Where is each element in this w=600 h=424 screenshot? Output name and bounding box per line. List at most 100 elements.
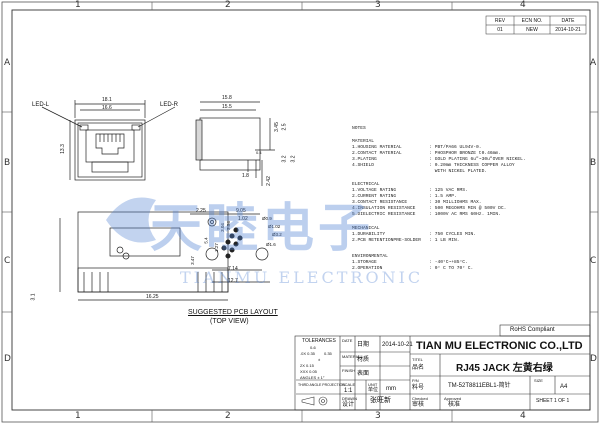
led-right-label: LED-R	[160, 102, 179, 108]
drawn-name: 张旺新	[370, 397, 391, 404]
drawn-label-cn: 设计	[342, 402, 355, 408]
dim-pcb-10: Ø3.2	[272, 232, 282, 237]
notes-material-4: 4.SHIELD : 0.20mm THICKNESS COPPER ALLOY	[352, 163, 515, 168]
notes-environmental-title: ENVIRONMENTAL	[352, 254, 388, 259]
tolerance-row-7: ANGLES ± 1°	[300, 375, 325, 380]
rev-value-ecn: NEW	[526, 27, 538, 33]
zone-col-2-bottom: 2	[225, 411, 231, 421]
part-no-label-en: P/N	[412, 378, 419, 383]
tolerance-row-5: 2X 0.15	[300, 363, 314, 368]
rev-header-rev: REV	[494, 18, 506, 24]
zone-row-d: D	[4, 354, 11, 364]
side-view-drawing	[195, 101, 275, 186]
approved-label-cn: 核准	[448, 402, 461, 408]
part-number: TM-52T8811EBL1-简针	[448, 383, 511, 389]
unit-value: mm	[386, 386, 396, 392]
dim-pcb-16: 3.1	[30, 293, 37, 301]
notes-material-5: WITH NICKEL PLATED.	[352, 169, 488, 174]
rohs-compliant: RoHS Compliant	[510, 327, 555, 333]
part-no-label-cn: 料号	[412, 385, 425, 391]
dim-pcb-2: 9.05	[236, 208, 246, 214]
zone-row-d-right: D	[590, 354, 597, 364]
title-block-grid	[294, 324, 591, 411]
checked-label-cn: 审核	[412, 402, 425, 408]
notes-electrical-title: ELECTRICAL	[352, 182, 380, 187]
dim-side-4: 2.5	[281, 123, 288, 131]
tolerance-row-2: .0X 0.35	[300, 351, 315, 356]
dim-side-7: 2.42	[265, 176, 272, 186]
projection-symbol	[301, 396, 328, 406]
zone-col-3: 3	[375, 0, 381, 10]
rev-header-ecn: ECN NO.	[521, 18, 543, 24]
dim-side-9: 3.2	[290, 155, 297, 163]
rev-header-date: DATE	[561, 18, 575, 24]
revision-table-grid	[485, 15, 587, 35]
size-value: A4	[560, 384, 568, 390]
notes-electrical-3: 3.CONTACT RESISTANCE : 30 MILLIOHMS MAX.	[352, 200, 482, 205]
material-label-cn: 材质	[357, 357, 370, 363]
scale-value: 1:1	[344, 388, 353, 394]
dim-side-8: 0.4	[256, 150, 262, 155]
zone-col-1-bottom: 1	[75, 411, 81, 421]
finish-label-cn: 表面	[357, 371, 370, 377]
finish-label-en: FINISH	[342, 368, 356, 373]
notes-mechanical-2: 2.PCB RETENTIONPRE-SOLDER : 1 LB MIN.	[352, 238, 460, 243]
unit-label: UNIT	[368, 382, 378, 387]
zone-row-a: A	[4, 58, 11, 68]
zone-col-4: 4	[520, 0, 526, 10]
pcb-layout-drawing	[59, 211, 270, 301]
dim-pcb-9: Ø1.02	[268, 224, 281, 229]
dim-pcb-15: 16.25	[146, 294, 159, 300]
notes-material-2: 2.CONTACT MATERIAL : PHOSPHOR BRONZE t0.…	[352, 151, 501, 156]
tolerance-row-6: XXX 0.05	[300, 369, 317, 374]
rev-value-date: 2014-10-21	[555, 27, 581, 33]
zone-row-a-right: A	[590, 58, 597, 68]
pcb-layout-subcaption: (TOP VIEW)	[210, 318, 249, 325]
title-label-cn: 品名	[412, 365, 425, 371]
zone-row-c-right: C	[590, 256, 597, 266]
watermark-logo-icon	[106, 197, 156, 243]
notes-environmental-1: 1.STORAGE : -40°C~+85°C.	[352, 260, 468, 265]
dim-side-2: 15.5	[222, 104, 232, 110]
part-title: RJ45 JACK 左黄右绿	[456, 363, 553, 374]
zone-row-b: B	[4, 158, 11, 168]
notes-electrical-2: 2.CURRENT RATING : 1.5 AMP.	[352, 194, 457, 199]
dim-side-3: 3.45	[273, 122, 280, 132]
zone-col-1: 1	[75, 0, 81, 10]
notes-electrical-4: 4.INSULATION RESISTANCE : 500 MEGOHMS MI…	[352, 206, 507, 211]
rev-value-rev: 01	[497, 27, 503, 33]
unit-label-cn: 单位	[368, 387, 379, 393]
dim-side-5: 3.2	[281, 155, 288, 163]
dim-pcb-1: 2.25	[196, 208, 206, 214]
tolerance-row-1: 0-6	[310, 345, 316, 350]
date-value: 2014-10-21	[382, 342, 413, 348]
led-left-label: LED-L	[32, 102, 50, 108]
zone-row-b-right: B	[590, 158, 597, 168]
watermark-logo-text: 天睦电子	[150, 199, 375, 259]
notes-material-1: 1.HOUSING MATERIAL : PBT/PA66 UL94V-0.	[352, 145, 482, 150]
zone-row-c: C	[4, 256, 11, 266]
dim-front-width-inner: 16.6	[102, 105, 112, 111]
notes-mechanical-title: MECHANICAL	[352, 226, 380, 231]
date-label-cn: 日期	[357, 342, 370, 348]
notes-electrical-5: 5.DIELECTRIC RESISTANCE : 1000V AC RMS 6…	[352, 212, 501, 217]
date-label-en: DATE	[342, 338, 353, 343]
notes-electrical-1: 1.VOLTAGE RATING : 125 VAC RMS.	[352, 188, 468, 193]
scale-label: SCALE	[342, 382, 356, 387]
tolerances-title: TOLERANCES	[302, 338, 336, 344]
checked-label-en: Checked	[412, 396, 428, 401]
notes-material-title: MATERIAL	[352, 139, 375, 144]
dim-front-height: 13.3	[59, 144, 66, 154]
zone-col-2: 2	[225, 0, 231, 10]
tolerance-row-3: 0.35	[324, 351, 332, 356]
drawn-label-en: DRAWN	[342, 396, 357, 401]
zone-col-4-bottom: 4	[520, 411, 526, 421]
dim-pcb-14: 12.7	[228, 278, 238, 284]
dim-pcb-11: Ø1.6	[266, 242, 276, 247]
dim-side-6: 1.8	[242, 173, 249, 179]
company-name: TIAN MU ELECTRONIC CO.,LTD	[416, 340, 583, 352]
front-view-drawing	[41, 100, 176, 181]
sheet-number: SHEET 1 OF 1	[536, 398, 570, 404]
notes-mechanical-1: 1.DURABILITY : 750 CYCLES MIN.	[352, 232, 477, 237]
dim-pcb-3: 1.02	[238, 216, 248, 222]
